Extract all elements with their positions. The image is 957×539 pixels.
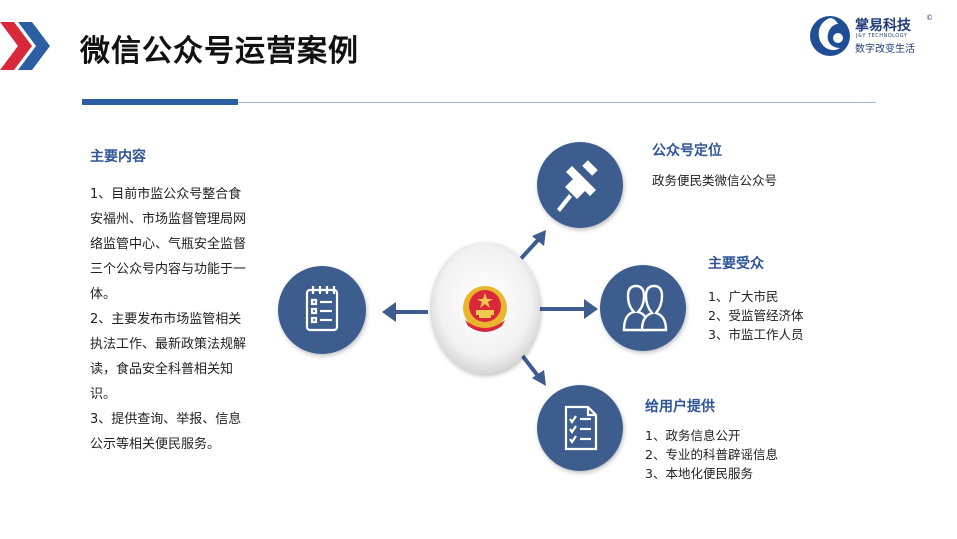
positioning-text: 政务便民类微信公众号 xyxy=(652,171,777,190)
header-divider xyxy=(82,102,876,103)
audience-node xyxy=(600,265,686,351)
arrow-to-left xyxy=(382,302,428,322)
positioning-title: 公众号定位 xyxy=(652,143,722,159)
pushpin-icon xyxy=(557,160,598,212)
logo-english-name: J&Y TECHNOLOGY xyxy=(856,33,908,39)
checklist-document-icon xyxy=(564,405,598,451)
logo-registered-mark: © xyxy=(926,14,933,22)
services-title: 给用户提供 xyxy=(645,399,715,415)
positioning-line: 政务便民类微信公众号 xyxy=(652,173,778,188)
main-content-heading: 主要内容 xyxy=(90,149,146,165)
header-divider-accent xyxy=(82,99,238,105)
checklist-clipboard-icon xyxy=(305,286,339,332)
left-node xyxy=(278,266,366,354)
logo-slogan: 数字改变生活 xyxy=(855,44,915,55)
services-line: 3、本地化便民服务 xyxy=(645,466,753,481)
main-content-body: 1、目前市监公众号整合食安福州、市场监督管理局网络监管中心、气瓶安全监督三个公众… xyxy=(90,182,250,457)
logo-mark-icon xyxy=(810,16,850,56)
government-emblem-icon xyxy=(463,286,507,332)
positioning-node xyxy=(537,142,623,228)
audience-line: 3、市监工作人员 xyxy=(708,327,804,342)
audience-text: 1、广大市民 2、受监管经济体 3、市监工作人员 xyxy=(708,287,803,344)
center-node xyxy=(430,242,540,374)
arrow-to-audience xyxy=(530,299,598,319)
page-title: 微信公众号运营案例 xyxy=(80,34,359,69)
services-line: 2、专业的科普辟谣信息 xyxy=(645,447,778,462)
chevron-arrows-icon xyxy=(0,22,50,70)
services-text: 1、政务信息公开 2、专业的科普辟谣信息 3、本地化便民服务 xyxy=(645,426,778,483)
audience-line: 1、广大市民 xyxy=(708,289,779,304)
main-content-paragraph: 1、目前市监公众号整合食安福州、市场监督管理局网络监管中心、气瓶安全监督三个公众… xyxy=(90,187,247,302)
audience-line: 2、受监管经济体 xyxy=(708,308,804,323)
services-node xyxy=(537,385,623,471)
users-icon xyxy=(622,284,668,332)
main-content-paragraph: 3、提供查询、举报、信息公示等相关便民服务。 xyxy=(90,412,242,452)
audience-title: 主要受众 xyxy=(708,256,764,272)
company-logo: 掌易科技 © J&Y TECHNOLOGY 数字改变生活 xyxy=(808,14,948,60)
main-content-paragraph: 2、主要发布市场监管相关执法工作、最新政策法规解读，食品安全科普相关知识。 xyxy=(90,312,247,402)
logo-name: 掌易科技 xyxy=(855,18,911,34)
services-line: 1、政务信息公开 xyxy=(645,428,741,443)
